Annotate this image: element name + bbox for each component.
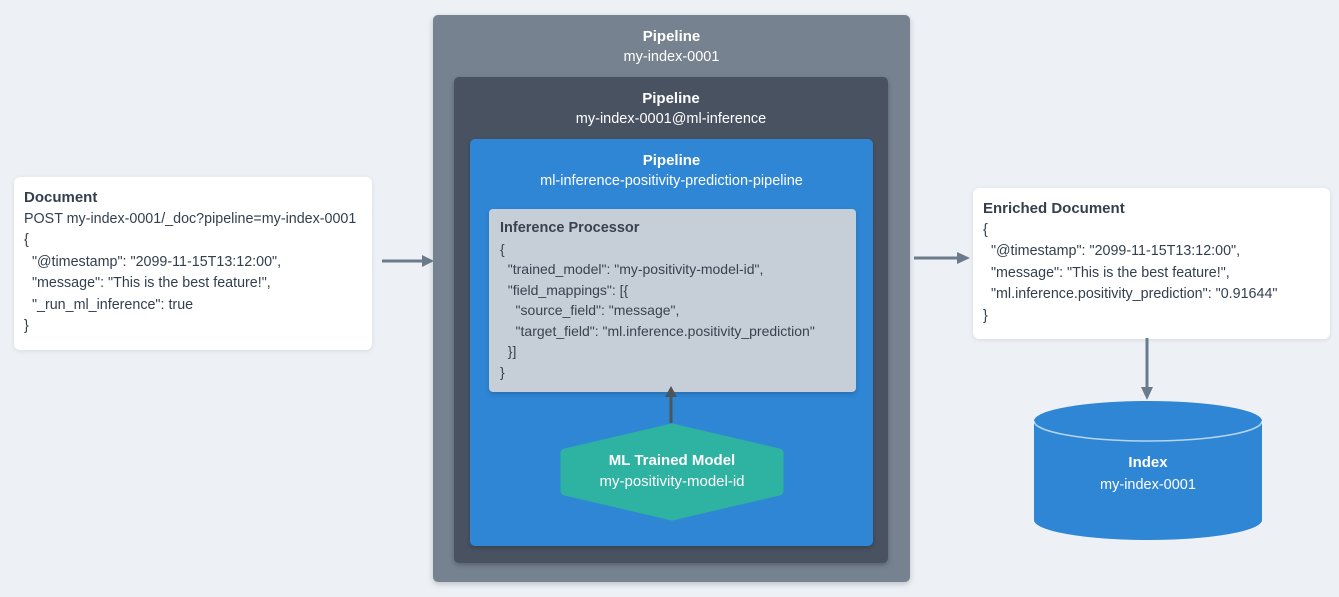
inference-processor-title: Inference Processor [500, 220, 640, 236]
inference-processor-box: Inference Processor { "trained_model": "… [489, 209, 856, 392]
ml-trained-model-node: ML Trained Model my-positivity-model-id [557, 423, 787, 521]
ml-trained-model-name: my-positivity-model-id [599, 473, 745, 490]
arrow-up-model-to-processor-icon [665, 386, 677, 423]
pipeline-ml-header: Pipeline ml-inference-positivity-predict… [470, 139, 873, 192]
arrow-right-document-to-pipeline-icon [382, 255, 434, 267]
pipeline-inference-title: Pipeline [642, 90, 700, 107]
pipeline-ml-name: ml-inference-positivity-prediction-pipel… [540, 173, 803, 189]
document-card-title: Document [24, 189, 98, 206]
pipeline-outer-name: my-index-0001 [623, 49, 720, 65]
arrow-down-enriched-to-index-icon [1141, 338, 1153, 400]
pipeline-inference-header: Pipeline my-index-0001@ml-inference [454, 77, 888, 130]
index-node: Index my-index-0001 [1033, 400, 1263, 542]
index-label: Index my-index-0001 [1033, 452, 1263, 496]
ml-trained-model-label: ML Trained Model my-positivity-model-id [557, 450, 787, 492]
pipeline-ml-title: Pipeline [642, 152, 701, 169]
ml-trained-model-title: ML Trained Model [608, 452, 736, 469]
pipeline-outer-title: Pipeline [642, 28, 701, 45]
hexagon-icon [560, 423, 784, 521]
index-name: my-index-0001 [1100, 477, 1196, 493]
document-card-code: POST my-index-0001/_doc?pipeline=my-inde… [24, 210, 357, 335]
enriched-document-title: Enriched Document [983, 200, 1125, 217]
inference-processor-code: { "trained_model": "my-positivity-model-… [500, 240, 815, 380]
pipeline-inference-name: my-index-0001@ml-inference [575, 111, 767, 127]
arrow-right-pipeline-to-enriched-icon [914, 252, 970, 264]
enriched-document-card: Enriched Document { "@timestamp": "2099-… [973, 188, 1330, 339]
index-title: Index [1128, 454, 1168, 471]
enriched-document-code: { "@timestamp": "2099-11-15T13:12:00", "… [983, 221, 1278, 324]
pipeline-outer-header: Pipeline my-index-0001 [433, 15, 910, 68]
database-cylinder-icon [1033, 401, 1263, 540]
document-card: Document POST my-index-0001/_doc?pipelin… [14, 177, 372, 350]
